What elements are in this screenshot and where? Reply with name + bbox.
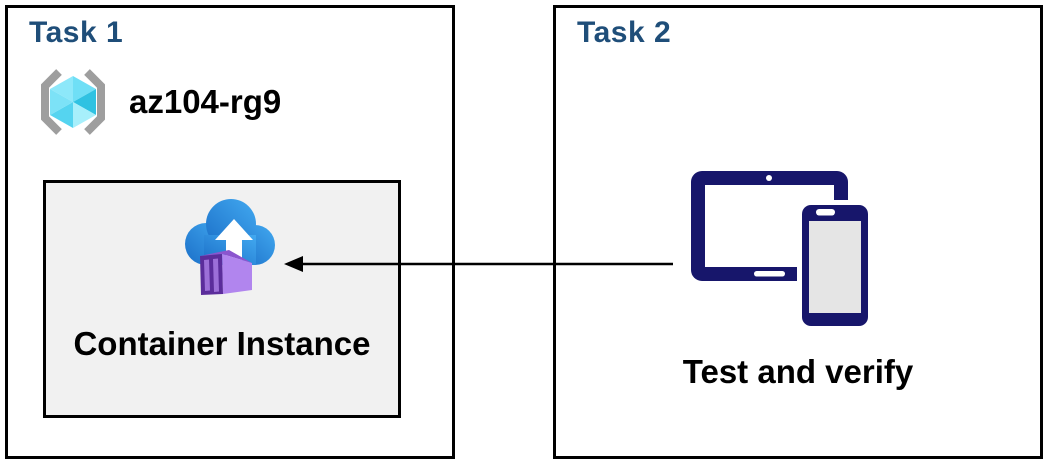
container-instance-icon	[185, 199, 275, 295]
devices-label: Test and verify	[682, 353, 914, 390]
upload-arrow-icon	[215, 219, 253, 265]
task1-title: Task 1	[29, 16, 124, 49]
container-cube	[200, 250, 252, 295]
phone-icon	[797, 200, 873, 331]
resource-group-row: az104-rg9	[31, 66, 281, 138]
task1-box: Task 1 az104-rg9	[5, 5, 455, 459]
container-instance-box: Container Instance	[43, 180, 401, 418]
container-instance-label: Container Instance	[73, 325, 371, 362]
tablet-and-phone-icon	[691, 171, 873, 331]
task2-box: Task 2 Test and verify	[553, 5, 1043, 459]
task2-title: Task 2	[577, 16, 672, 49]
resource-group-icon	[41, 69, 105, 135]
resource-group-name: az104-rg9	[129, 83, 282, 120]
